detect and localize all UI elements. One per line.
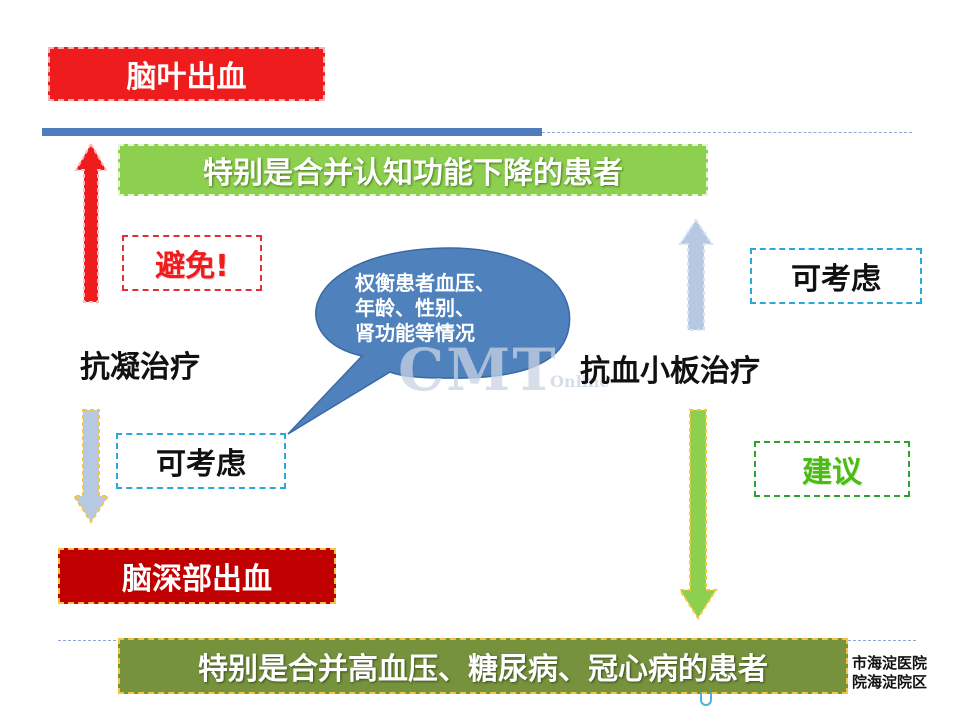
left-treatment-label: 抗凝治疗 [80,350,200,385]
bottom-banner: 特别是合并高血压、糖尿病、冠心病的患者 [118,638,848,694]
right-consider-label: 可考虑 [750,248,922,304]
bubble-line: 权衡患者血压、 [355,271,495,295]
top-divider-bar [42,128,542,136]
light-blue-up-arrow [678,218,714,331]
watermark-main: CMT [398,336,558,404]
watermark-sub: Online [550,372,610,391]
green-down-arrow [678,409,718,620]
top-divider-dashed [542,132,912,133]
left-consider-label: 可考虑 [116,433,286,489]
blue-down-arrow [72,409,110,524]
small-blue-mark [700,692,712,706]
recommend-label: 建议 [754,441,910,497]
bubble-text: 权衡患者血压、 年龄、性别、 肾功能等情况 [355,271,495,346]
bubble-line: 年龄、性别、 [355,296,475,320]
top-left-label: 脑叶出血 [48,47,325,101]
red-up-arrow [74,142,108,303]
bubble-line: 肾功能等情况 [355,321,475,345]
corner-line: 市海淀医院 [852,654,928,672]
bottom-left-label: 脑深部出血 [58,548,336,604]
corner-text: 市海淀医院 院海淀院区 [852,654,927,692]
top-banner: 特别是合并认知功能下降的患者 [118,144,708,196]
speech-bubble [287,247,571,435]
right-treatment-label: 抗血小板治疗 [580,354,760,389]
avoid-label: 避免! [122,235,262,291]
corner-line: 院海淀院区 [852,673,928,691]
